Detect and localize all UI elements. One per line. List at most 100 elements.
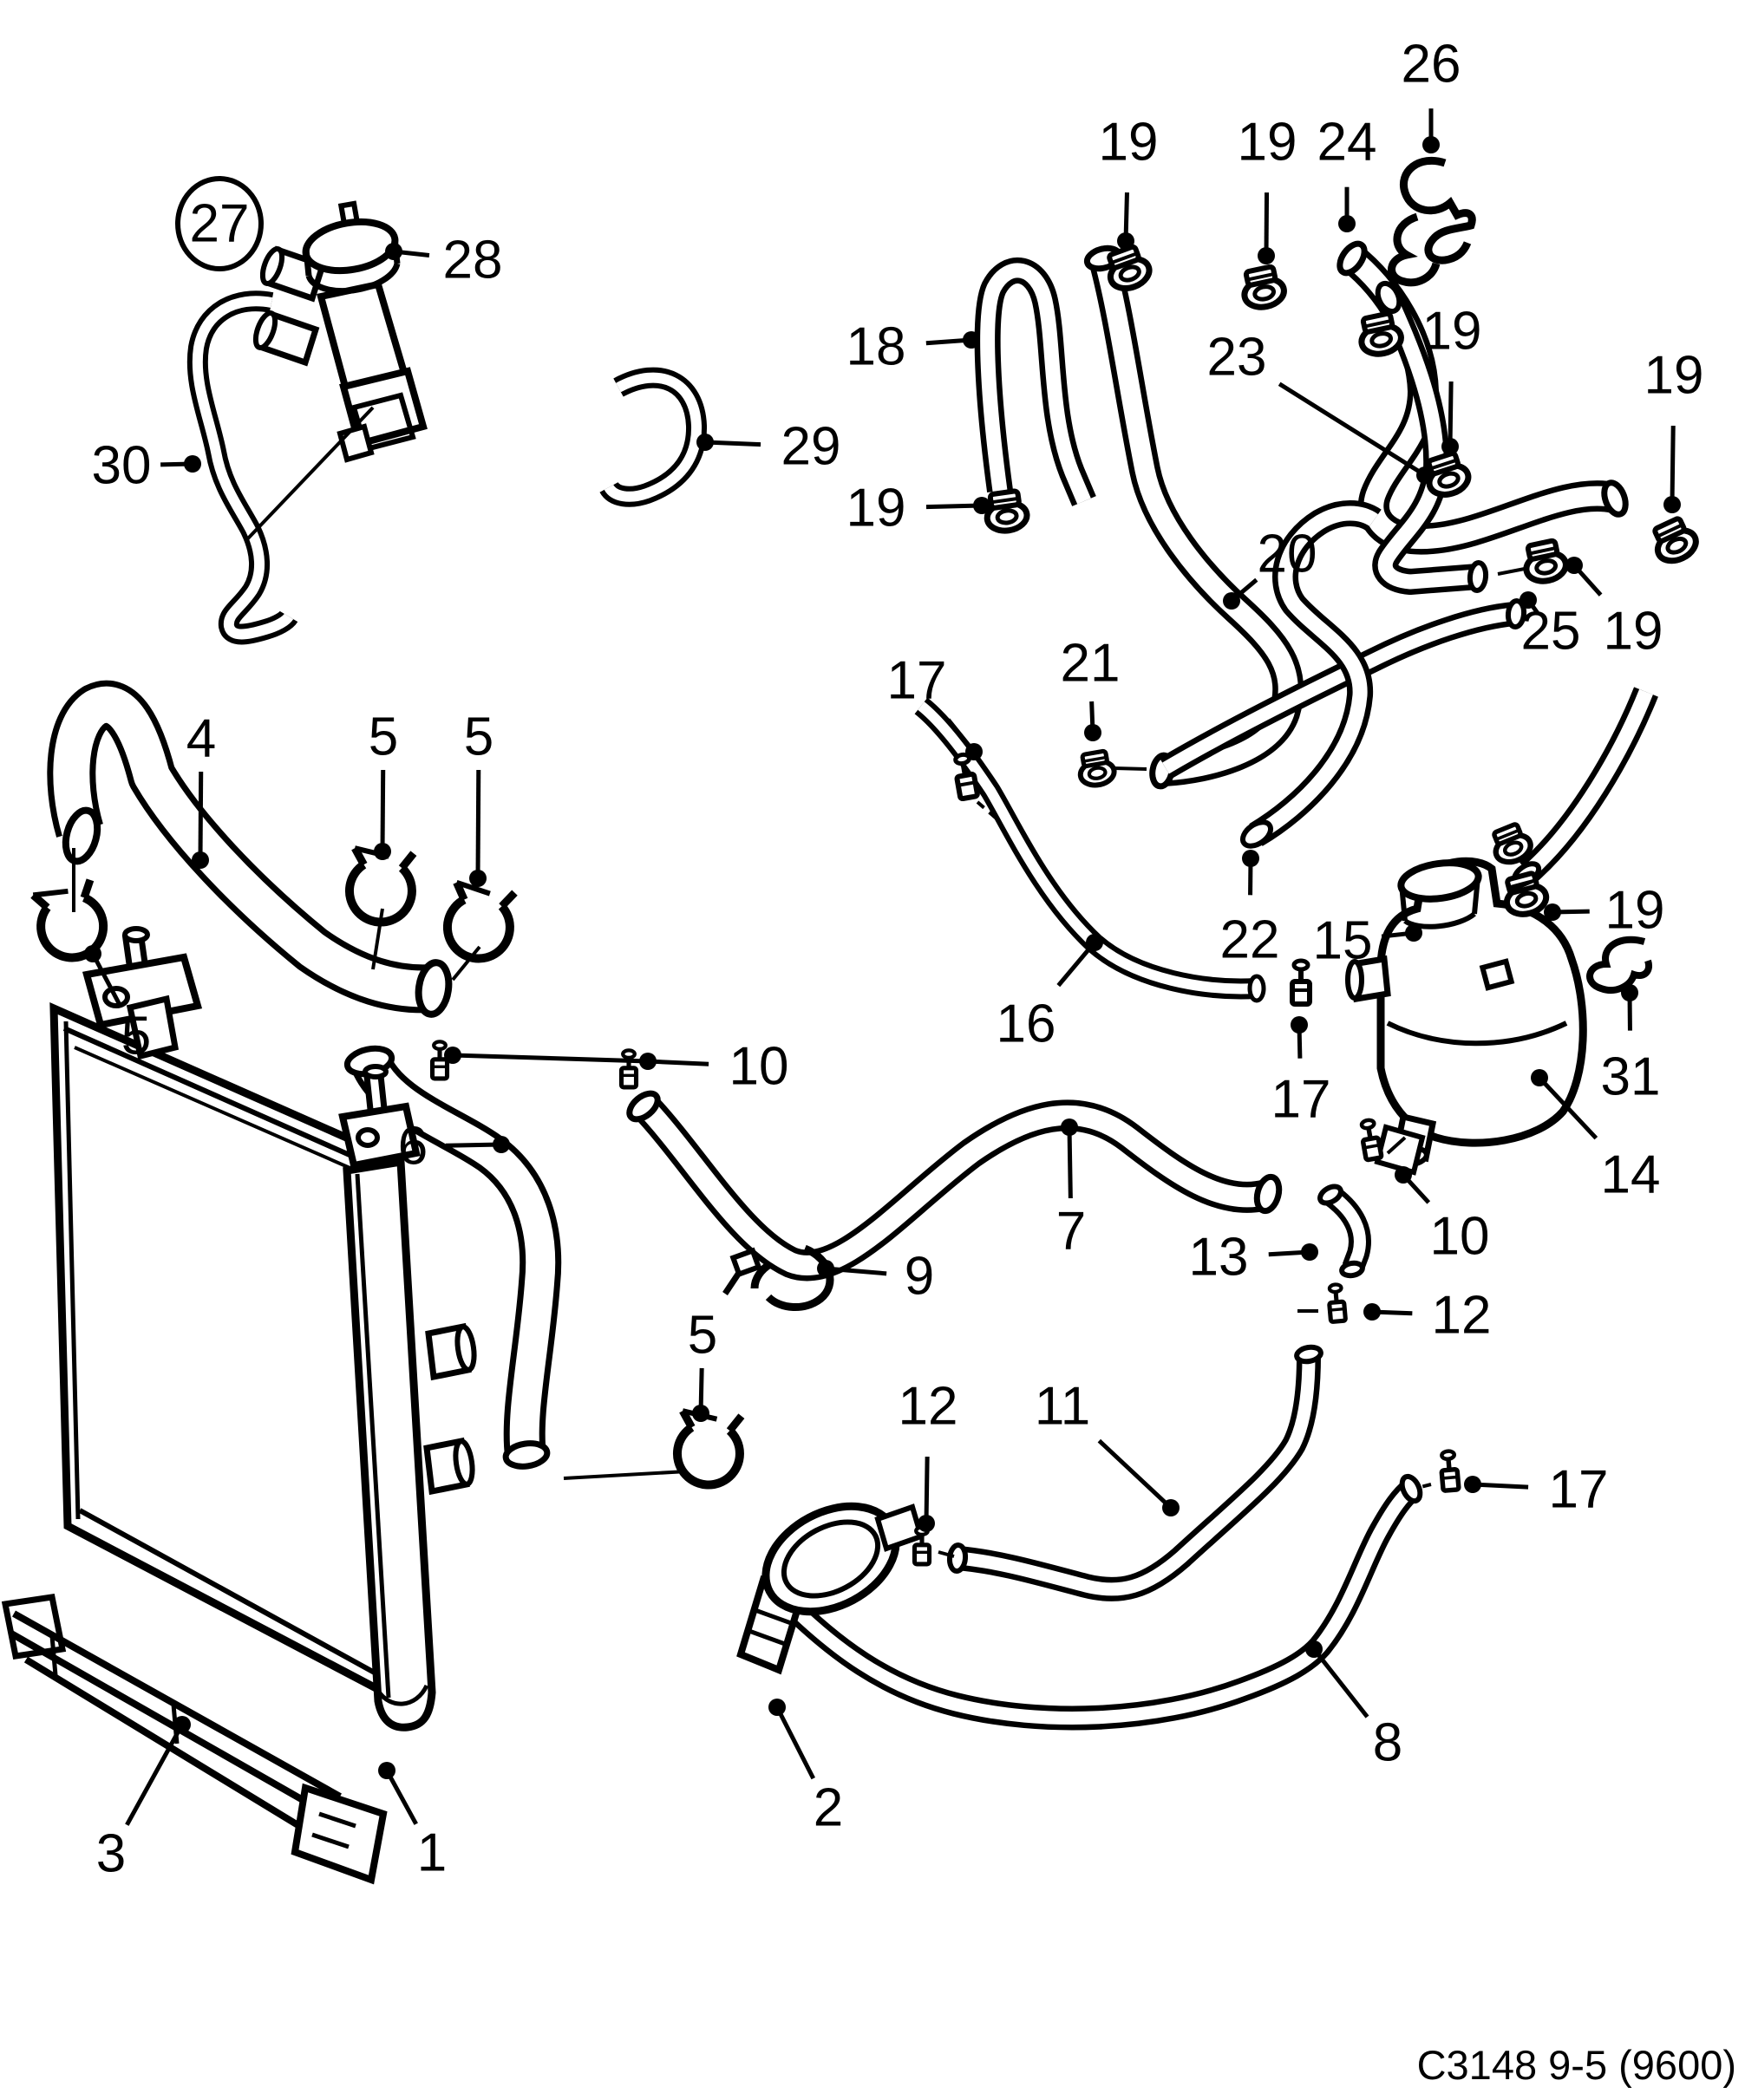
callout-25: 25	[1520, 591, 1580, 662]
callout-19: 19	[1565, 557, 1663, 662]
clamp-5	[442, 882, 516, 963]
hose-30	[186, 290, 298, 645]
clamp-19	[1649, 515, 1701, 566]
hose-13	[1317, 1184, 1371, 1279]
callout-23: 23	[1207, 328, 1434, 484]
clip-26	[1388, 156, 1476, 287]
callout-29: 29	[696, 417, 840, 477]
hose-4	[47, 680, 453, 1018]
callout-6: 6	[398, 1117, 510, 1177]
callout-15: 15	[1313, 911, 1422, 971]
svg-text:5: 5	[688, 1306, 717, 1366]
svg-text:13: 13	[1189, 1228, 1249, 1288]
svg-text:11: 11	[1035, 1377, 1090, 1437]
svg-text:17: 17	[1549, 1460, 1609, 1520]
callout-22: 22	[1220, 850, 1280, 970]
callout-8: 8	[1305, 1640, 1402, 1773]
hose-29	[599, 367, 707, 507]
svg-text:24: 24	[1317, 113, 1377, 173]
clamp-17	[1292, 961, 1310, 1004]
svg-text:29: 29	[781, 417, 841, 477]
hose-23	[1372, 280, 1489, 595]
svg-text:31: 31	[1601, 1047, 1661, 1107]
vacuum-valve	[252, 200, 428, 463]
svg-text:2: 2	[814, 1778, 843, 1838]
clamp-10	[1360, 1119, 1382, 1160]
hose-to-tank	[1511, 687, 1658, 887]
assembly-lines	[72, 406, 1534, 1558]
callout-2: 2	[768, 1699, 843, 1838]
svg-text:5: 5	[121, 1007, 151, 1066]
callout-4: 4	[186, 709, 216, 869]
clamp-17	[1440, 1451, 1459, 1490]
clamp-5	[675, 1411, 743, 1487]
radiator-bracket-mid	[338, 1064, 421, 1170]
clip-31	[1586, 936, 1652, 994]
tank-cap	[1397, 859, 1482, 929]
clamp-10	[433, 1041, 448, 1079]
clamp-21	[1077, 750, 1116, 788]
callout-27: 27	[175, 176, 264, 271]
callout-10: 10	[1395, 1166, 1489, 1267]
svg-text:19: 19	[1422, 302, 1482, 362]
callout-5: 5	[369, 708, 398, 860]
callout-17: 17	[1464, 1460, 1608, 1520]
svg-text:19: 19	[1238, 113, 1297, 173]
svg-text:3: 3	[96, 1824, 126, 1884]
svg-text:22: 22	[1220, 910, 1280, 970]
callout-19: 19	[1422, 302, 1482, 455]
svg-text:20: 20	[1258, 525, 1317, 584]
svg-text:15: 15	[1313, 911, 1373, 971]
hose-6	[343, 1045, 562, 1470]
svg-text:26: 26	[1402, 35, 1461, 95]
callout-7: 7	[1056, 1118, 1086, 1262]
callout-5: 5	[464, 708, 493, 887]
callout-1: 1	[378, 1762, 447, 1883]
callout-19: 19	[1544, 881, 1664, 941]
svg-text:5: 5	[464, 708, 493, 767]
callout-9: 9	[817, 1247, 934, 1307]
svg-text:10: 10	[729, 1037, 789, 1097]
radiator	[49, 926, 477, 1732]
callout-20: 20	[1223, 525, 1317, 610]
svg-text:19: 19	[846, 479, 906, 538]
clamp-10	[622, 1050, 637, 1087]
callout-12: 12	[1363, 1286, 1491, 1346]
svg-text:19: 19	[1605, 881, 1665, 941]
svg-text:14: 14	[1601, 1145, 1661, 1205]
cable-tie	[722, 1244, 834, 1312]
clamp-19	[984, 490, 1029, 533]
callout-24: 24	[1317, 113, 1377, 232]
svg-text:17: 17	[887, 651, 947, 711]
radiator-side-tank	[343, 1157, 477, 1732]
callout-19: 19	[1644, 346, 1703, 513]
expansion-tank	[1345, 857, 1587, 1176]
callout-30: 30	[92, 436, 201, 496]
clamp-19	[1521, 539, 1568, 585]
svg-text:19: 19	[1604, 602, 1663, 662]
callout-10: 10	[444, 1037, 788, 1097]
callout-11: 11	[1035, 1377, 1180, 1516]
svg-text:25: 25	[1521, 602, 1581, 662]
svg-text:12: 12	[899, 1377, 958, 1437]
svg-text:7: 7	[1056, 1202, 1086, 1262]
svg-text:27: 27	[190, 194, 250, 254]
hose-22	[1239, 500, 1382, 849]
callout-13: 13	[1189, 1228, 1318, 1288]
callout-3: 3	[96, 1716, 191, 1884]
callout-17: 17	[887, 651, 983, 760]
clamp-19	[1501, 871, 1550, 918]
svg-text:21: 21	[1061, 634, 1121, 694]
callout-31: 31	[1601, 984, 1661, 1107]
svg-text:17: 17	[1271, 1070, 1331, 1130]
callout-17: 17	[1271, 1016, 1331, 1130]
svg-text:1: 1	[417, 1823, 447, 1883]
callout-19: 19	[846, 479, 990, 538]
svg-text:19: 19	[1099, 113, 1159, 173]
callout-5: 5	[84, 945, 151, 1066]
callout-18: 18	[846, 317, 980, 377]
air-baffle	[1, 1594, 388, 1885]
